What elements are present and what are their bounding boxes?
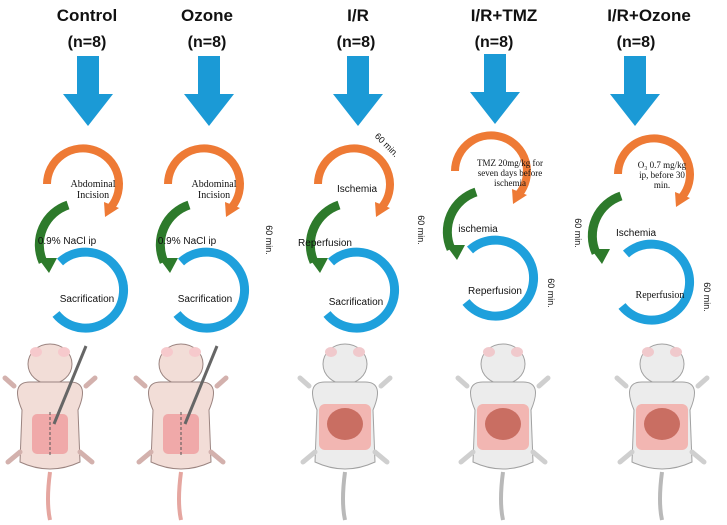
group-n-ir: (n=8) [336, 34, 376, 51]
step2-ir: Reperfusion [298, 238, 352, 249]
step2-ir-tmz: ischemia [458, 224, 498, 235]
duration-reperfusion-ir: 60 min. [263, 225, 274, 255]
step1-control: Abdominal Incision [58, 179, 128, 201]
step3-ir-ozone: Reperfusion [635, 290, 685, 301]
duration-ischemia-ir-tmz: 60 min. [415, 215, 426, 245]
step1-line: Abdominal [191, 179, 237, 190]
cycle-ir [305, 144, 399, 333]
rat-control [2, 343, 98, 521]
step3-ir: Sacrification [328, 297, 384, 308]
step1-ozone: Abdominal Incision [179, 179, 249, 201]
down-arrow-icon [184, 56, 234, 126]
down-arrow-icon [470, 54, 520, 124]
step1-ir-ozone: O₃ 0.7 mg/kg ip, before 30 min. [622, 160, 702, 190]
duration-reperfusion-ir-ozone: 60 min. [701, 282, 712, 312]
step2-ozone: 0.9% NaCl ip [157, 236, 217, 247]
step1-line: ischemia [494, 178, 526, 188]
duration-ischemia-ir-ozone: 60 min. [572, 218, 583, 248]
group-n-ir-tmz: (n=8) [474, 34, 514, 51]
step2-ir-ozone: Ischemia [615, 228, 656, 239]
step1-ir: Ischemia [336, 184, 377, 195]
step3-ir-tmz: Reperfusion [468, 286, 522, 297]
step1-line: seven days before [477, 168, 543, 178]
cycle-control [34, 144, 128, 333]
rat-ir-ozone [614, 343, 710, 521]
down-arrow-icon [63, 56, 113, 126]
rat-ir [297, 343, 393, 521]
group-title-ir-ozone: I/R+Ozone [607, 6, 691, 25]
step1-line: ip, before 30 [639, 170, 685, 180]
rat-ir-tmz [455, 343, 551, 521]
step3-ozone: Sacrification [177, 294, 233, 305]
group-title-ozone: Ozone [181, 6, 233, 25]
step1-line: Incision [76, 190, 110, 201]
step1-line: Incision [197, 190, 231, 201]
step1-ir-tmz: TMZ 20mg/kg for seven days before ischem… [470, 158, 550, 188]
group-n-ir-ozone: (n=8) [616, 34, 656, 51]
down-arrow-icon [610, 56, 660, 126]
step1-line: TMZ 20mg/kg for [477, 158, 543, 168]
step1-line: O₃ 0.7 mg/kg [637, 160, 687, 170]
group-title-control: Control [56, 6, 118, 25]
step3-control: Sacrification [59, 294, 115, 305]
down-arrow-icon [333, 56, 383, 126]
group-n-control: (n=8) [67, 34, 107, 51]
rat-ozone [133, 343, 229, 521]
group-n-ozone: (n=8) [187, 34, 227, 51]
step1-line: min. [653, 180, 671, 190]
group-title-ir: I/R [347, 6, 369, 25]
group-title-ir-tmz: I/R+TMZ [470, 6, 538, 25]
step1-line: Abdominal [70, 179, 116, 190]
cycle-ir-tmz [442, 131, 538, 321]
cycle-ir-ozone [587, 134, 694, 325]
cycle-ozone [155, 144, 249, 333]
step2-control: 0.9% NaCl ip [37, 236, 97, 247]
duration-reperfusion-ir-tmz: 60 min. [545, 278, 556, 308]
